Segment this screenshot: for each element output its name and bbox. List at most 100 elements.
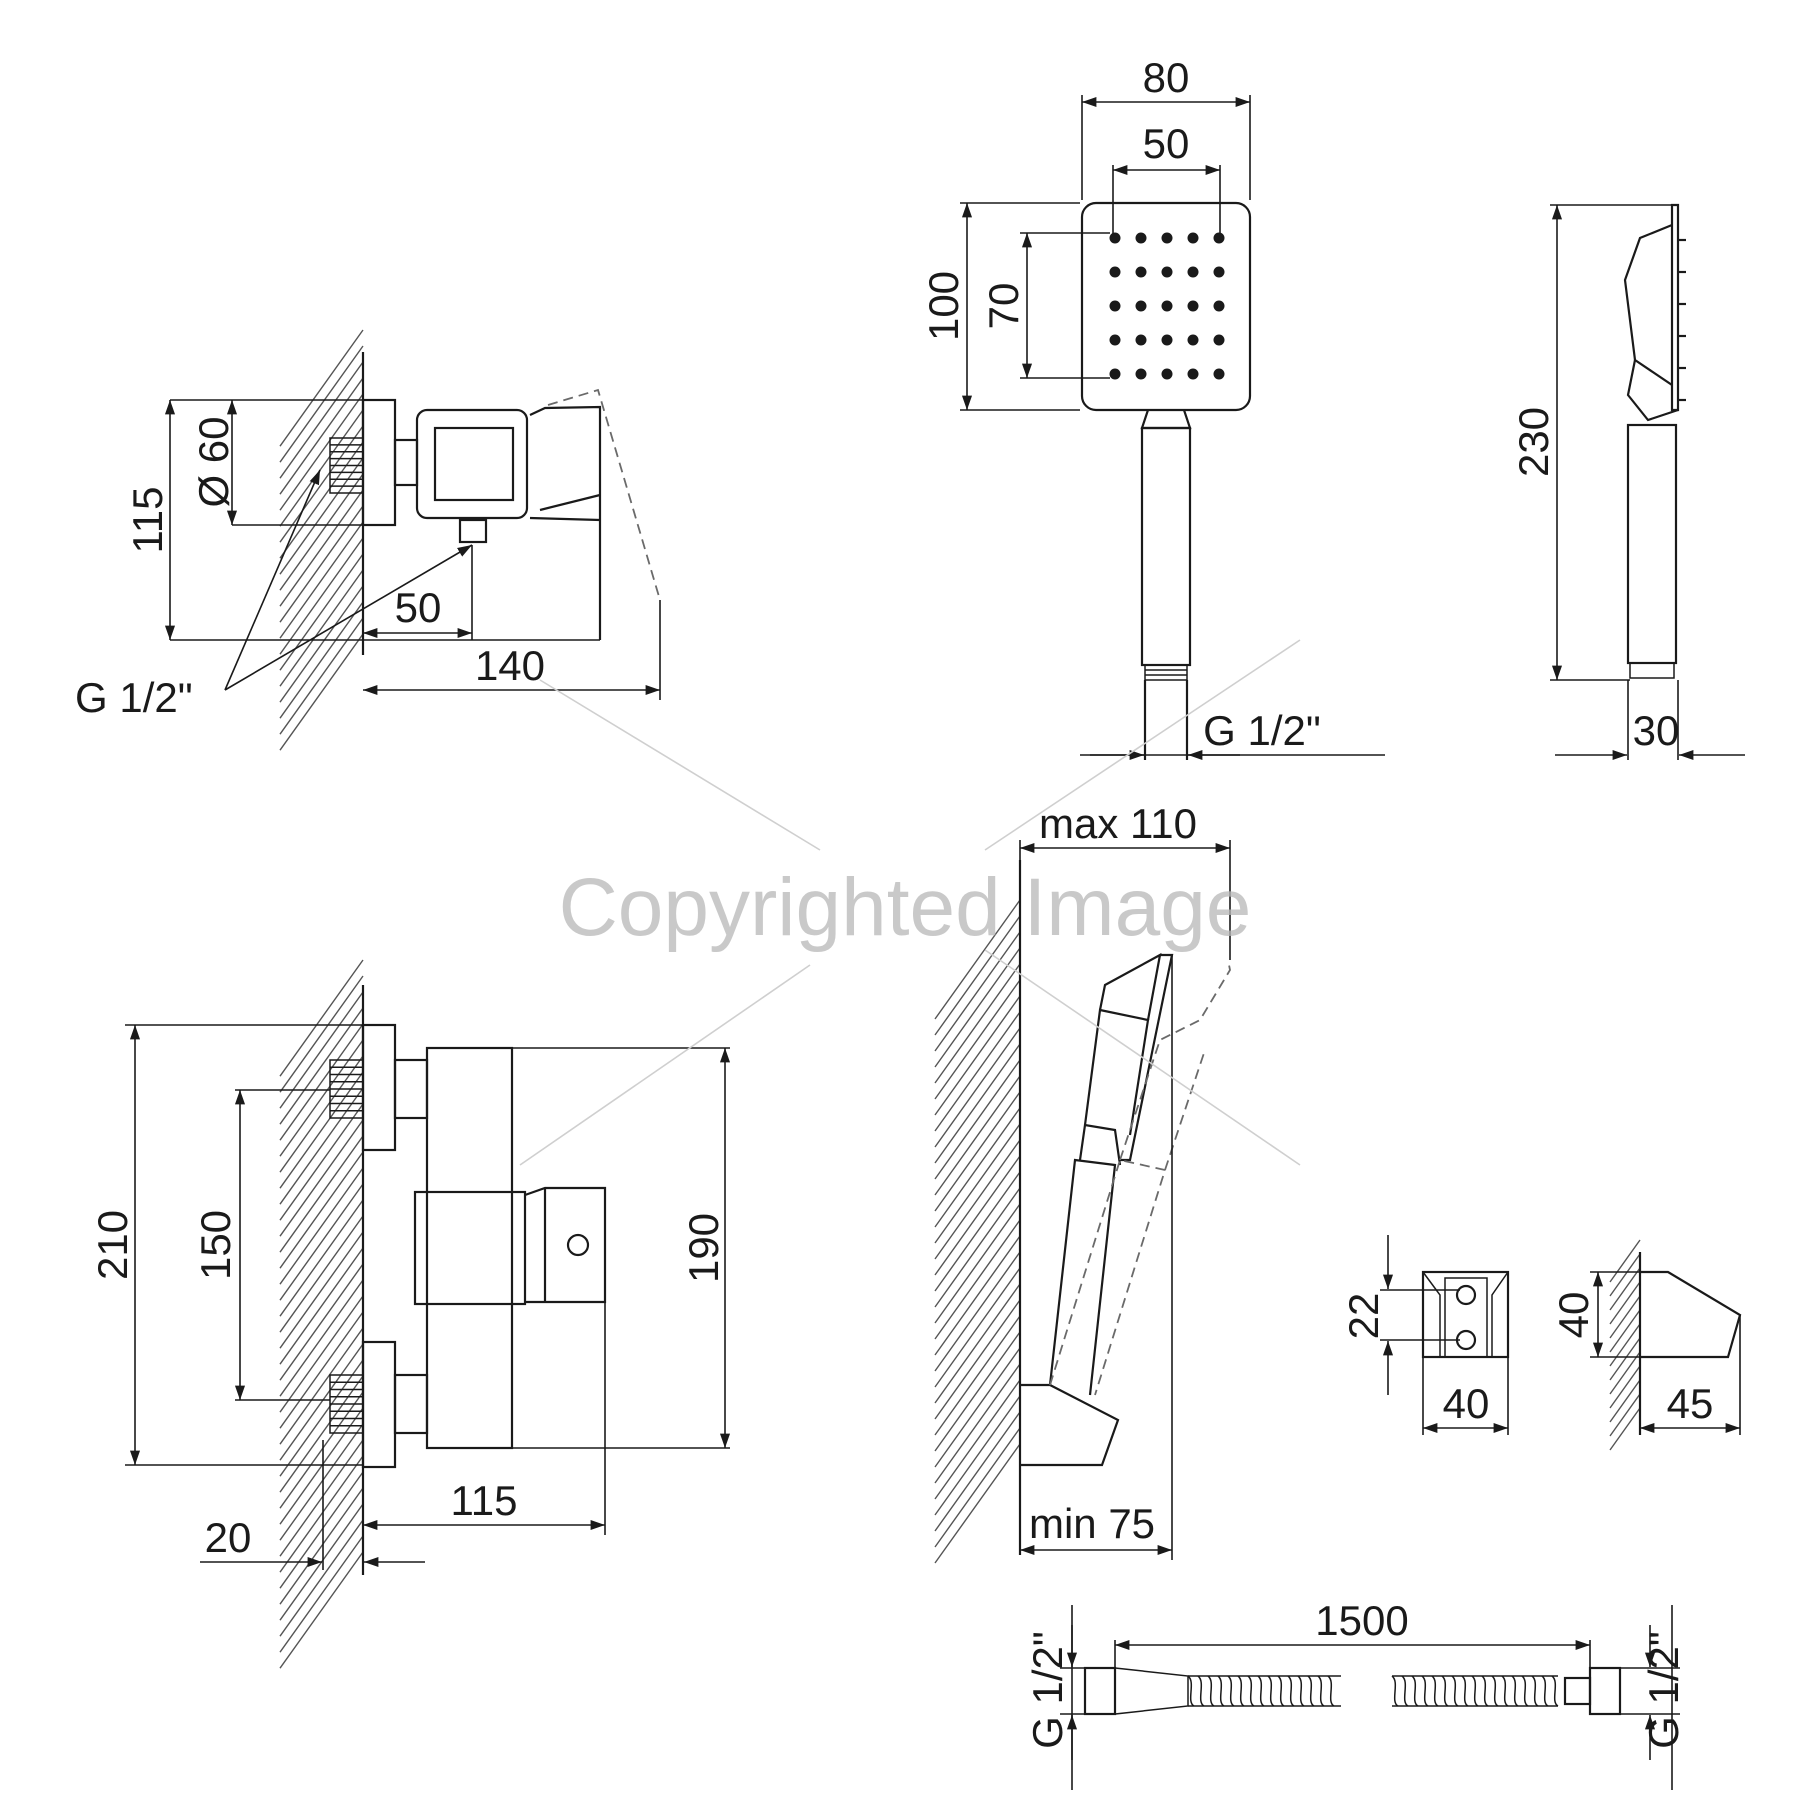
hatch-line [934,1411,1021,1532]
dim-side-height: 40 [1550,1292,1597,1339]
hatch-line [934,1091,1021,1212]
hose-coil [1401,1675,1409,1707]
hatch-line [279,633,364,751]
nozzle-grid [1109,232,1225,380]
hatch-line [279,1135,364,1253]
nozzle-dot [1135,266,1147,278]
hatch-line [279,1151,364,1269]
hatch-line [934,1011,1021,1132]
hose-coil [1317,1675,1325,1707]
hatch-line [934,1027,1021,1148]
hatch-line [279,1007,364,1125]
hatch-line [934,1075,1021,1196]
hatch-line [279,1039,364,1157]
hatch-line [1609,1239,1641,1283]
wall-hatch [279,329,364,751]
nozzle-dot [1213,266,1225,278]
hand-shower-side-view: 230 30 [1510,203,1745,761]
hose-coil [1441,1675,1449,1707]
mixer-front-view: 210 150 190 115 20 [89,959,731,1669]
hatch-line [934,1267,1021,1388]
nozzle-dot [1187,368,1199,380]
nozzle-dot [1161,334,1173,346]
hatch-line [279,1487,364,1605]
hatch-line [934,1123,1021,1244]
dim-nozzle-height: 70 [980,283,1027,330]
nozzle-dot [1187,266,1199,278]
hatch-line [1609,1351,1641,1395]
hatch-line [279,601,364,719]
hatch-line [934,947,1021,1068]
hatch-line [279,537,364,655]
hatch-line [279,569,364,687]
hatch-line [279,1119,364,1237]
nozzle-dot [1109,232,1121,244]
nozzle-dot [1213,232,1225,244]
nozzle-dot [1161,368,1173,380]
hatch-line [934,1299,1021,1420]
hatch-line [934,1427,1021,1548]
hatch-line [279,1311,364,1429]
dim-min-projection: min 75 [1029,1500,1155,1547]
hose-coil [1551,1675,1559,1707]
hose-coil [1307,1675,1315,1707]
dim-wall-offset: 20 [205,1514,252,1561]
nozzle-dot [1161,232,1173,244]
hatch-line [279,1407,364,1525]
nozzle-dot [1187,232,1199,244]
thread-label: G 1/2" [1203,707,1321,754]
hatch-line [279,585,364,703]
hatch-line [279,1327,364,1445]
nozzle-tips [1678,238,1686,402]
dim-height: 115 [124,487,171,554]
hatch-line [934,1043,1021,1164]
dim-hose-length: 1500 [1315,1597,1408,1644]
hatch-line [1609,1407,1641,1451]
hatch-line [279,1439,364,1557]
hatch-line [934,1139,1021,1260]
hatch-line [279,1071,364,1189]
hatch-line [934,1219,1021,1340]
hatch-line [279,1455,364,1573]
dim-diameter: Ø 60 [190,416,237,507]
hatch-line [1609,1365,1641,1409]
hatch-line [279,1087,364,1205]
hatch-line [934,1107,1021,1228]
hatch-line [279,377,364,495]
hose-coil [1451,1675,1459,1707]
thread-lines [330,444,363,487]
hatch-line [279,1343,364,1461]
hatch-line [279,457,364,575]
hatch-line [934,1395,1021,1516]
dim-max-projection: max 110 [1039,800,1197,847]
hatch-line [934,1187,1021,1308]
hatch-line [279,1023,364,1141]
hatch-line [1609,1323,1641,1367]
hatch-line [934,1283,1021,1404]
dim-head-height: 100 [920,271,967,341]
hand-shower-front-view: 80 50 100 70 G 1/2" [920,54,1385,761]
hatch-line [1609,1295,1641,1339]
hose-coil [1247,1675,1255,1707]
hatch-line [1609,1253,1641,1297]
dim-head-width: 80 [1143,54,1190,101]
dim-front-width: 40 [1443,1380,1490,1427]
hose-coil [1267,1675,1275,1707]
thread-lines [330,1066,363,1427]
hose-view: 1500 G 1/2" G 1/2" [1024,1597,1687,1790]
dim-side-depth: 45 [1667,1380,1714,1427]
hose-coil [1237,1675,1245,1707]
dim-thickness: 30 [1633,707,1680,754]
hose-coil [1207,1675,1215,1707]
hose-coil [1501,1675,1509,1707]
wall-hatch [934,899,1021,1564]
nozzle-dot [1213,334,1225,346]
dim-depth: 115 [451,1477,518,1524]
nozzle-dot [1109,266,1121,278]
nozzle-dot [1187,300,1199,312]
hatch-line [279,1199,364,1317]
nozzle-dot [1135,300,1147,312]
nozzle-dot [1213,368,1225,380]
hatch-line [934,1059,1021,1180]
dim-depth: 140 [475,642,545,689]
